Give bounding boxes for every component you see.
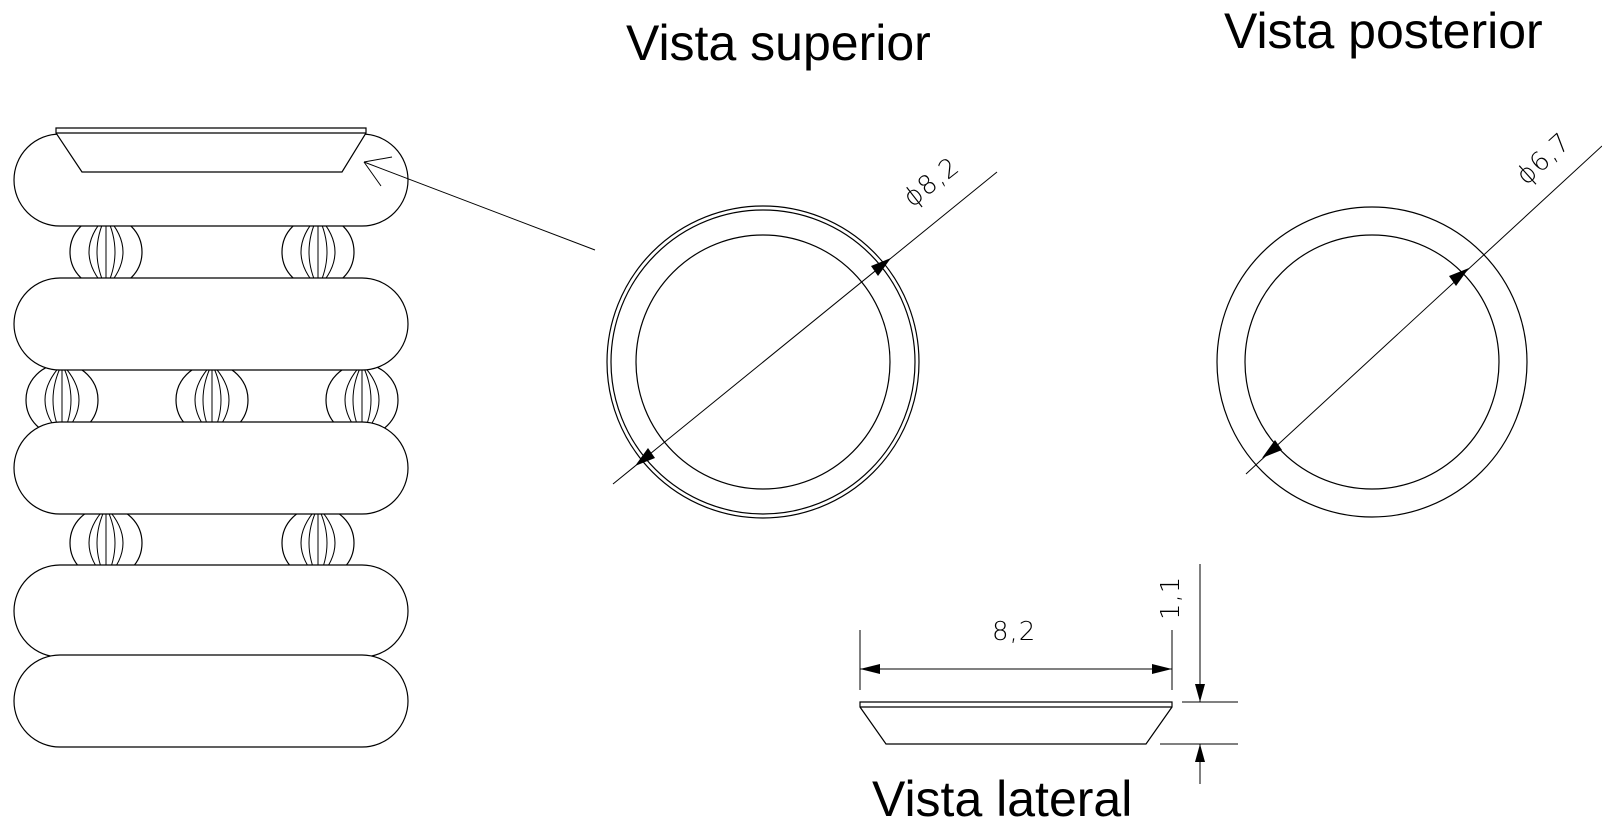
top-view: Vista superior ϕ8,2 (606, 15, 998, 519)
leader-arrow (363, 156, 596, 251)
ring-5 (13, 654, 409, 748)
assembly-view (13, 127, 596, 748)
side-view-title: Vista lateral (872, 771, 1132, 822)
top-view-title: Vista superior (626, 15, 931, 71)
rear-diameter-line (1245, 145, 1602, 475)
side-view: 8,2 1,1 Vista lateral (859, 564, 1238, 822)
top-diameter-arrow-lower (635, 448, 655, 466)
height-dimension: 1,1 (1156, 564, 1238, 784)
top-diameter-arrow-upper (871, 258, 891, 276)
top-diameter-label: ϕ8,2 (898, 151, 966, 213)
ring-4 (13, 564, 409, 658)
bead-row-2 (25, 363, 399, 437)
bead (281, 215, 355, 289)
ring-2 (13, 277, 409, 371)
rear-view: Vista posterior ϕ6,7 (1216, 3, 1602, 518)
ring-3 (13, 421, 409, 515)
bead-row-1 (69, 215, 355, 289)
side-width-label: 8,2 (992, 617, 1036, 647)
cap-profile (859, 701, 1173, 745)
bead (69, 215, 143, 289)
width-dimension: 8,2 (859, 617, 1173, 690)
top-diameter-line (612, 171, 998, 485)
side-height-label: 1,1 (1156, 576, 1186, 620)
rear-diameter-arrow-lower (1262, 440, 1282, 458)
rear-diameter-label: ϕ6,7 (1511, 127, 1578, 191)
rear-diameter-arrow-upper (1449, 268, 1469, 286)
cap-on-assembly (55, 127, 367, 173)
rear-view-title: Vista posterior (1224, 3, 1543, 59)
